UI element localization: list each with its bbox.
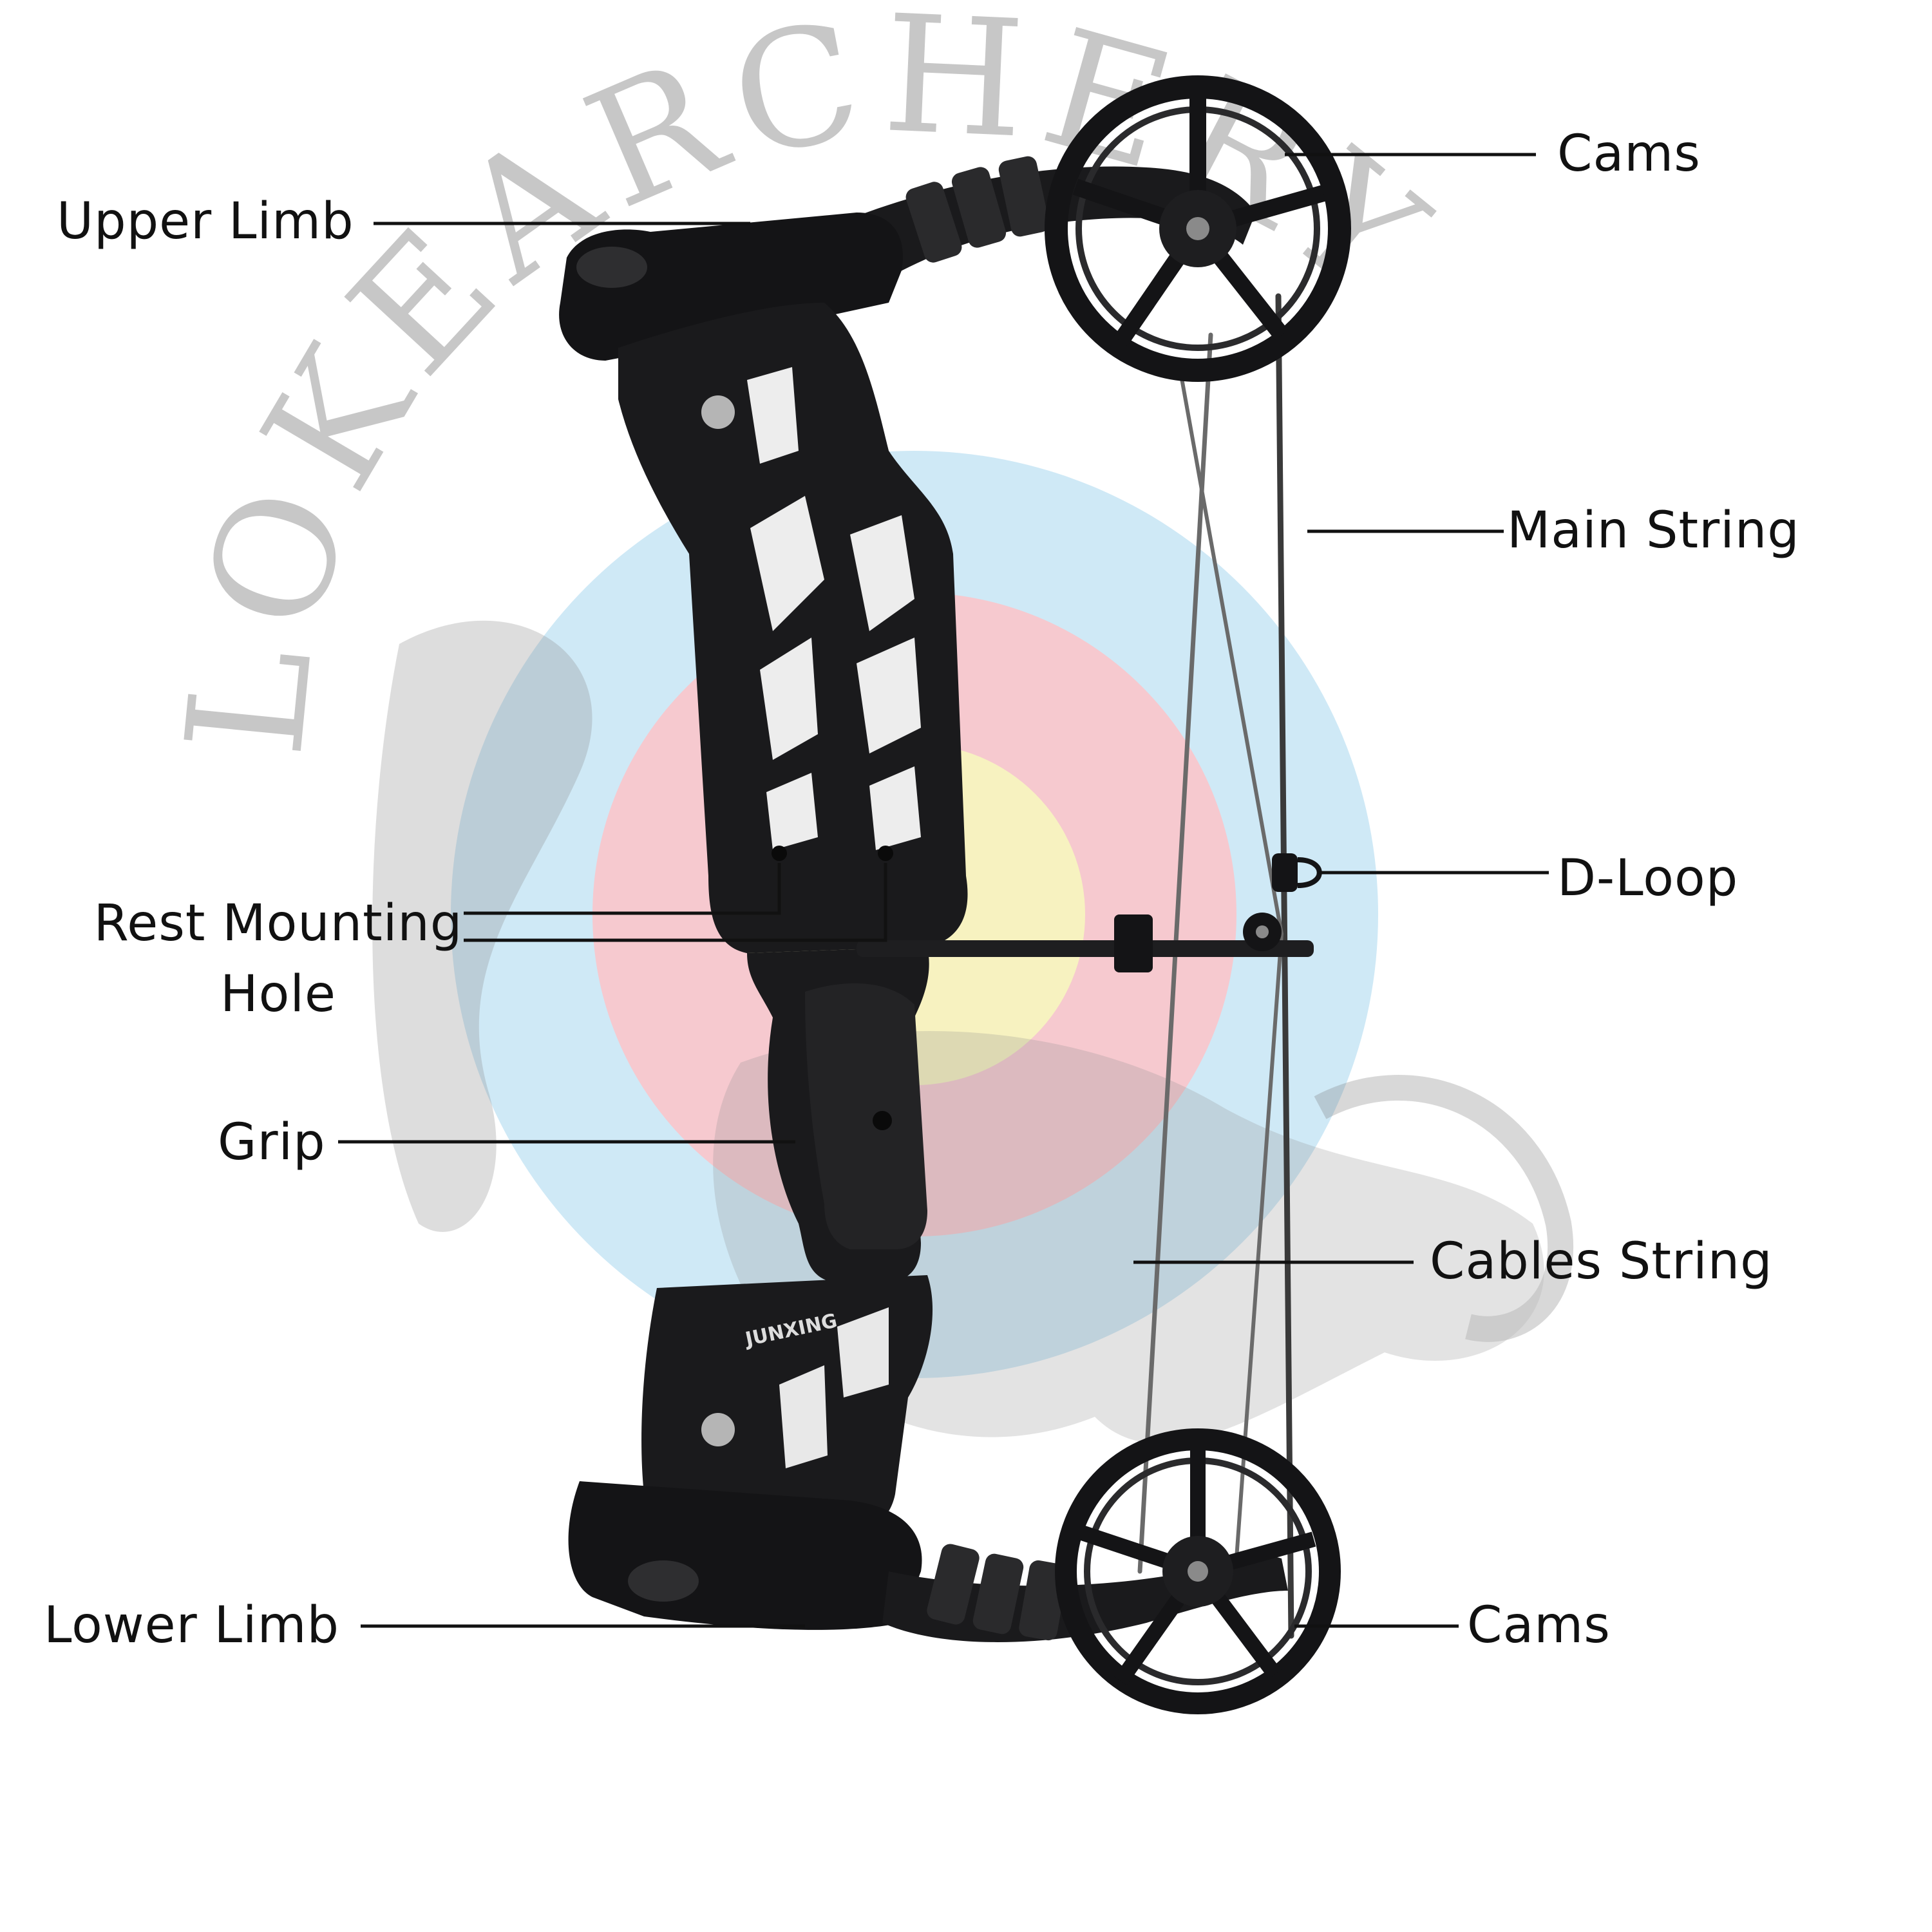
rest-mounting-hole-2	[878, 846, 893, 861]
leader-rest-hole-2	[464, 863, 887, 942]
arrow-rest-block	[1114, 914, 1153, 972]
arrow-shelf-rod	[857, 940, 1314, 957]
leader-rest-hole-1	[464, 863, 781, 915]
leader-lines	[338, 153, 1549, 1628]
bottom-cam-wheel	[1055, 1428, 1341, 1714]
label-cables-string: Cables String	[1430, 1233, 1773, 1291]
upper-limb	[559, 156, 1256, 361]
arrow-rest-rod	[857, 913, 1314, 972]
label-cams-bottom: Cams	[1467, 1596, 1611, 1654]
riser: JUNXING	[618, 303, 968, 1533]
upper-limb-bolt-cap	[576, 247, 647, 288]
upper-limb-pocket	[559, 213, 903, 361]
compound-bow: JUNXING	[559, 75, 1351, 1714]
top-cam-axle	[1186, 217, 1209, 240]
rest-mounting-hole-1	[772, 846, 787, 861]
label-grip: Grip	[218, 1113, 326, 1171]
label-rest-mounting-hole: Rest Mounting Hole	[85, 898, 471, 1019]
cable-string-2	[1177, 359, 1283, 936]
riser-upper-bolt	[701, 395, 735, 429]
top-cam	[1045, 75, 1351, 382]
label-rest-mounting-hole-line1: Rest Mounting	[93, 895, 463, 952]
label-cams-top: Cams	[1557, 125, 1701, 183]
main-string	[1275, 293, 1294, 1639]
bottom-cam-axle	[1188, 1561, 1208, 1582]
watermark-archer-silhouette	[372, 620, 592, 1233]
riser-cutouts	[747, 367, 921, 850]
lower-limb-bolt-cap	[628, 1560, 699, 1602]
label-lower-limb: Lower Limb	[44, 1596, 340, 1654]
lower-limb-dampener	[927, 1544, 1068, 1641]
riser-lower-cutouts	[779, 1307, 889, 1468]
upper-limb-dampener	[905, 156, 1050, 263]
watermark-tiger-ear	[1314, 1075, 1574, 1342]
riser-lower-bolt	[701, 1413, 735, 1446]
label-rest-mounting-hole-line2: Hole	[220, 965, 337, 1023]
bottom-cam	[1055, 1428, 1341, 1714]
label-main-string: Main String	[1507, 502, 1800, 560]
label-d-loop: D-Loop	[1557, 849, 1739, 907]
label-upper-limb: Upper Limb	[57, 193, 354, 251]
grip-panel	[805, 983, 927, 1249]
top-cam-wheel	[1045, 75, 1351, 382]
grip-screw-hole	[873, 1111, 892, 1130]
